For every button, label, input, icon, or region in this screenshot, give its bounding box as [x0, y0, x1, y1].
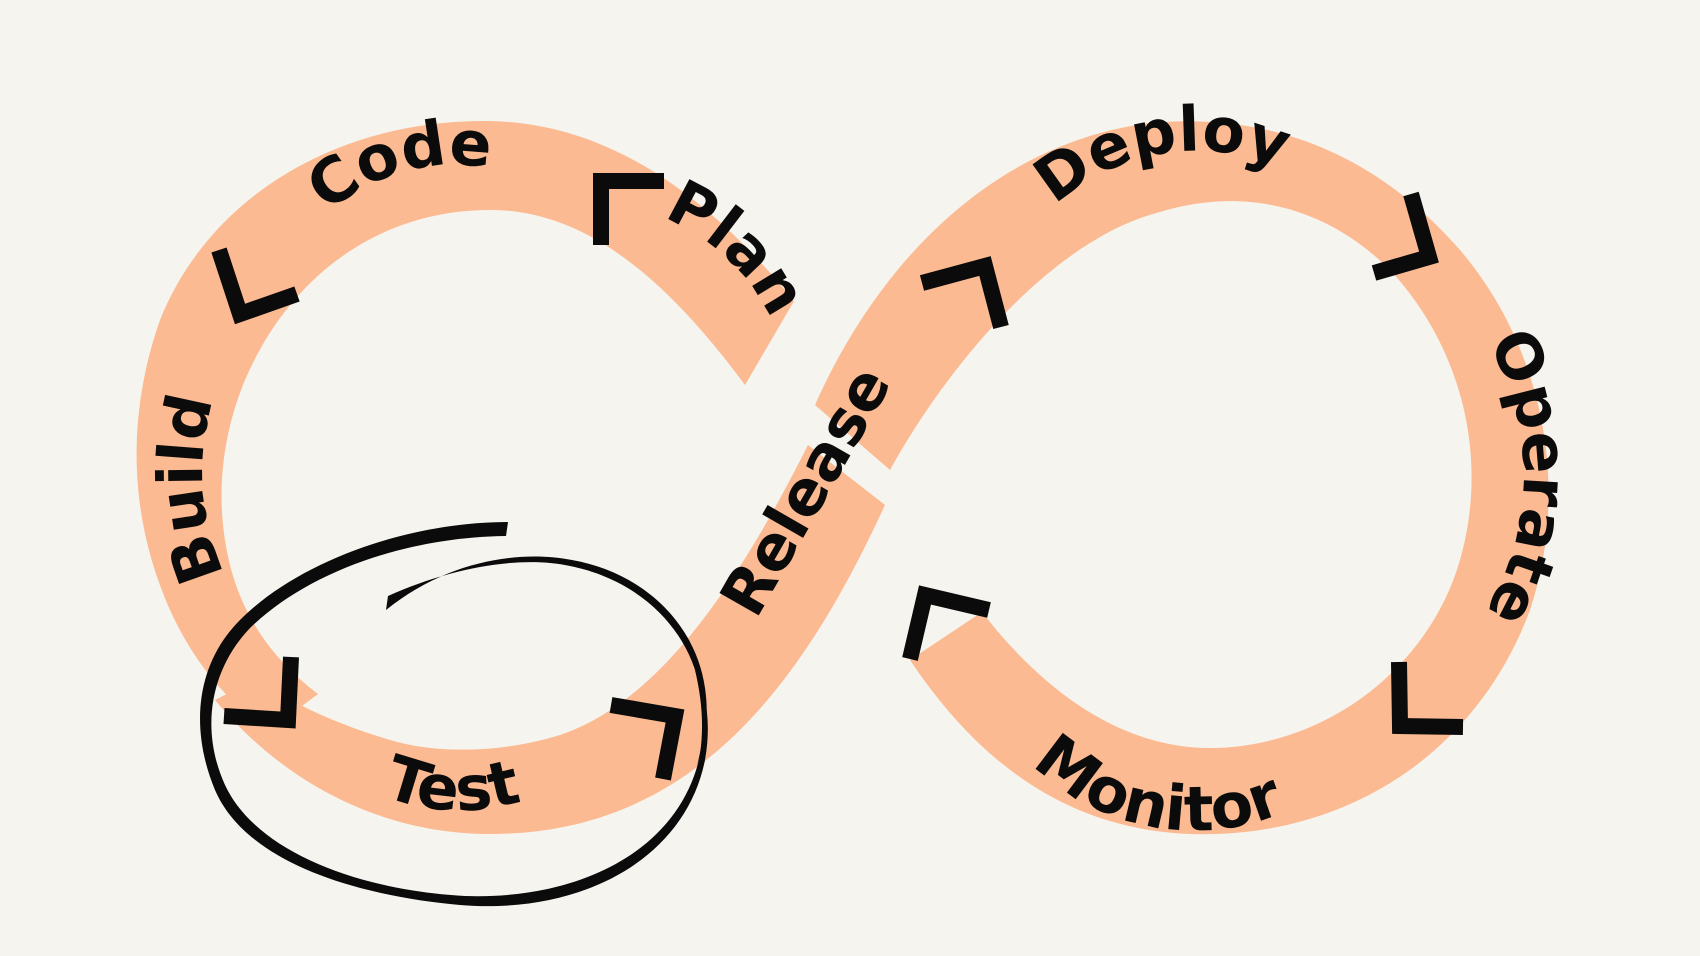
- stage-label-monitor: Monitor: [1022, 719, 1290, 846]
- marker-build-test: [223, 656, 299, 729]
- stage-label-test: Test: [378, 741, 526, 827]
- stage-markers: [211, 173, 1464, 781]
- marker-test-release: [609, 697, 685, 781]
- marker-deploy-operate: [1371, 191, 1439, 281]
- band-segment-test-release: [215, 445, 885, 834]
- marker-monitor-start: [902, 585, 991, 661]
- marker-code-build: [211, 247, 300, 325]
- band-segment-plan-code-build: [136, 120, 795, 730]
- marker-release-deploy: [919, 256, 1009, 330]
- marker-operate-monitor: [1391, 661, 1464, 735]
- marker-plan-start: [593, 173, 664, 245]
